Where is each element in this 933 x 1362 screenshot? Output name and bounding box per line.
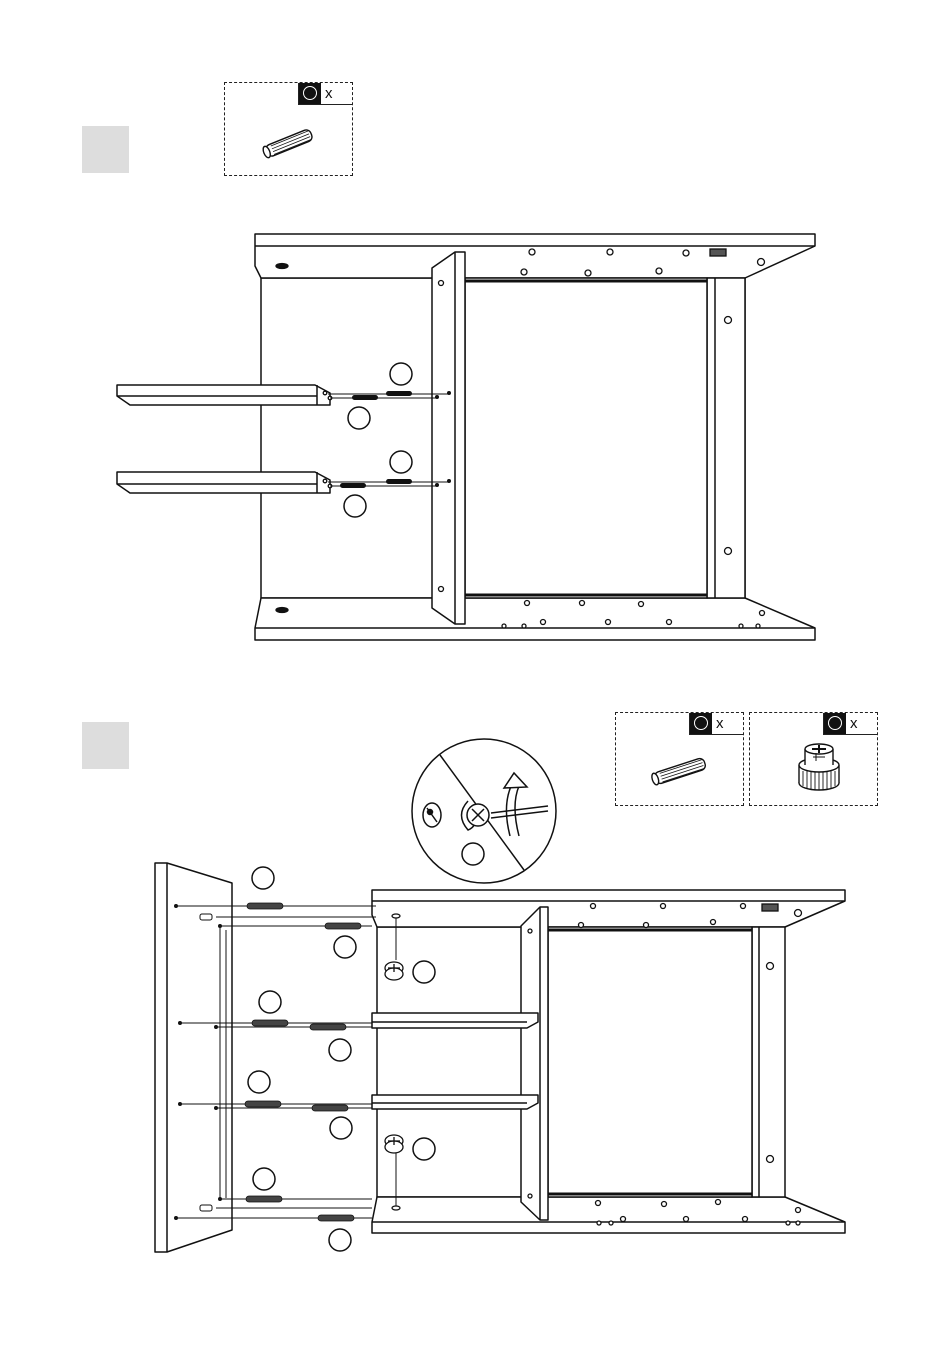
inner-opening — [465, 278, 707, 598]
callout-circle — [344, 495, 366, 517]
callout-circle — [462, 843, 484, 865]
callout-circle — [248, 1071, 270, 1093]
step-2-parts-box-dowel: x — [615, 712, 744, 806]
cam-lock-detail-magnifier — [412, 739, 556, 883]
callout-circle — [390, 451, 412, 473]
left-side-panel — [155, 863, 232, 1252]
right-side-panel — [707, 278, 745, 598]
callout-circle — [330, 1117, 352, 1139]
step-2-number-box — [82, 722, 129, 769]
top-board — [372, 890, 845, 927]
step-2-parts-box-cam-lock: x — [749, 712, 878, 806]
bottom-board — [372, 1197, 845, 1233]
callout-circle — [329, 1229, 351, 1251]
bottom-board — [255, 598, 815, 640]
center-divider-panel — [432, 252, 465, 624]
callout-circle — [252, 867, 274, 889]
right-side-panel — [752, 927, 785, 1197]
cam-lock-fitting — [385, 962, 403, 1153]
back-panel — [377, 927, 783, 1197]
callout-circle — [413, 1138, 435, 1160]
cam-lock-icon — [750, 713, 879, 807]
callout-circle — [413, 961, 435, 983]
wooden-dowel-icon — [225, 83, 354, 177]
upper-shelf — [372, 1013, 538, 1028]
step-1-parts-box: x — [224, 82, 353, 176]
callout-circle — [259, 991, 281, 1013]
lower-shelf — [372, 1095, 538, 1109]
back-panel — [261, 278, 745, 598]
lower-shelf — [117, 472, 330, 493]
callout-circle — [348, 407, 370, 429]
callout-circle — [329, 1039, 351, 1061]
step-1-number-box — [82, 126, 129, 173]
center-divider-panel — [521, 907, 548, 1220]
callout-circle — [390, 363, 412, 385]
inner-opening — [548, 927, 752, 1197]
upper-shelf — [117, 385, 330, 405]
wooden-dowel-icon — [616, 713, 745, 807]
callout-circle — [253, 1168, 275, 1190]
callout-circle — [334, 936, 356, 958]
wooden-dowel — [245, 903, 361, 1221]
top-board — [255, 234, 815, 278]
